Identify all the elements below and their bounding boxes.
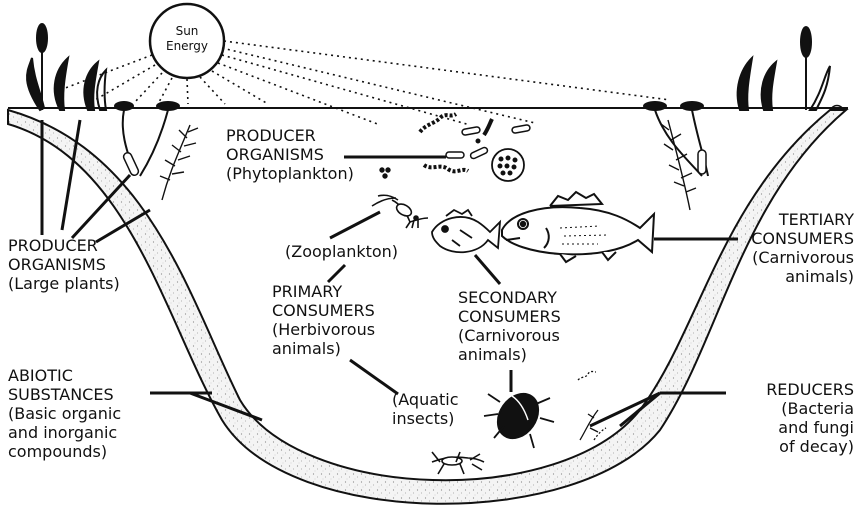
small-fish-icon <box>432 210 500 252</box>
label-line: CONSUMERS <box>716 229 854 248</box>
sun-label-line: Energy <box>150 39 224 54</box>
bacteria-fungi-icon <box>578 372 606 441</box>
zooplankton-icon <box>372 195 428 228</box>
lily-pad-icon <box>643 101 708 176</box>
label-line: SECONDARY <box>458 288 561 307</box>
label-line: (Carnivorous <box>716 248 854 267</box>
lily-pad-icon <box>114 101 180 177</box>
label-zooplankton: (Zooplankton) <box>285 242 398 261</box>
label-line: CONSUMERS <box>458 307 561 326</box>
label-line: insects) <box>392 409 459 428</box>
label-line: PRODUCER <box>226 126 354 145</box>
label-line: and fungi <box>724 418 854 437</box>
label-line: REDUCERS <box>724 380 854 399</box>
label-line: ORGANISMS <box>8 255 120 274</box>
label-line: compounds) <box>8 442 121 461</box>
label-line: of decay) <box>724 437 854 456</box>
label-line: SUBSTANCES <box>8 385 121 404</box>
label-line: animals) <box>716 267 854 286</box>
large-fish-icon <box>502 192 654 262</box>
sun-label: Sun Energy <box>150 24 224 54</box>
label-line: (Large plants) <box>8 274 120 293</box>
beetle-icon <box>484 386 554 448</box>
label-line: (Aquatic <box>392 390 459 409</box>
label-line: TERTIARY <box>716 210 854 229</box>
label-primary-consumers: PRIMARY CONSUMERS (Herbivorous animals) <box>272 282 375 358</box>
pondweed-icon <box>160 125 198 200</box>
label-line: (Herbivorous <box>272 320 375 339</box>
phytoplankton-icon <box>380 114 531 181</box>
label-line: (Phytoplankton) <box>226 164 354 183</box>
label-line: animals) <box>458 345 561 364</box>
label-line: CONSUMERS <box>272 301 375 320</box>
label-reducers: REDUCERS (Bacteria and fungi of decay) <box>724 380 854 456</box>
label-producer-phytoplankton: PRODUCER ORGANISMS (Phytoplankton) <box>226 126 354 183</box>
label-line: PRODUCER <box>8 236 120 255</box>
label-line: PRIMARY <box>272 282 375 301</box>
cattail-icon <box>738 27 844 110</box>
label-tertiary-consumers: TERTIARY CONSUMERS (Carnivorous animals) <box>716 210 854 286</box>
label-secondary-consumers: SECONDARY CONSUMERS (Carnivorous animals… <box>458 288 561 364</box>
aquatic-larva-icon <box>432 452 484 474</box>
label-line: ABIOTIC <box>8 366 121 385</box>
label-line: animals) <box>272 339 375 358</box>
label-producer-large-plants: PRODUCER ORGANISMS (Large plants) <box>8 236 120 293</box>
sun-label-line: Sun <box>150 24 224 39</box>
label-line: (Basic organic <box>8 404 121 423</box>
label-abiotic-substances: ABIOTIC SUBSTANCES (Basic organic and in… <box>8 366 121 461</box>
label-line: (Carnivorous <box>458 326 561 345</box>
label-line: and inorganic <box>8 423 121 442</box>
cattail-icon <box>27 24 106 110</box>
label-line: (Zooplankton) <box>285 242 398 261</box>
label-line: (Bacteria <box>724 399 854 418</box>
label-line: ORGANISMS <box>226 145 354 164</box>
label-aquatic-insects: (Aquatic insects) <box>392 390 459 428</box>
